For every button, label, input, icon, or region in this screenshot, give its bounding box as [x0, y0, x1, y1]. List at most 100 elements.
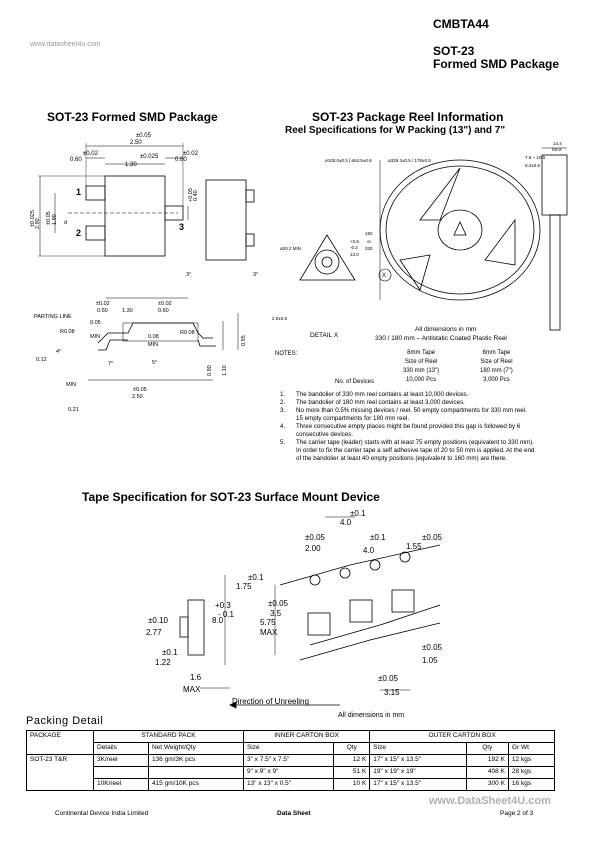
- detail-m02: -0.2: [350, 245, 358, 250]
- note-text: of the bandolier at least 40 empty posit…: [296, 455, 507, 462]
- smd-side-040: 0.40: [193, 190, 199, 201]
- reel-or: or: [367, 239, 372, 244]
- pin-3: 3: [179, 222, 184, 232]
- reel-notes: 1.The bandolier of 330 mm reel contains …: [280, 391, 580, 463]
- packing-subheader-row: Details Net Weight/Qty Size Qty Size Qty…: [27, 742, 556, 755]
- tape-all-dims: All dimensions in mm: [338, 712, 405, 719]
- tape-16: 1.6: [190, 673, 202, 682]
- tape-max-b: MAX: [183, 685, 201, 694]
- pin-1: 1: [76, 187, 81, 197]
- note-text: In order to fix the carrier tape a self …: [296, 447, 535, 454]
- tape-315: 3.15: [384, 688, 400, 697]
- tape-155: 1.55: [406, 542, 422, 551]
- tape-175: 1.75: [236, 582, 252, 591]
- tape-35: 3.5: [270, 609, 282, 618]
- smd-dim-130: 1.30: [125, 162, 137, 168]
- cell: 9" x 9" x 9": [242, 766, 335, 779]
- note-num: 4.: [280, 423, 286, 430]
- bot-tol-250: ±0.05: [133, 387, 147, 393]
- col2-size: Size of Reel: [480, 359, 513, 365]
- smd-dim-tol1: ±0.05: [136, 133, 152, 139]
- col1-tape: 8mm Tape: [407, 350, 436, 356]
- cell: 17" x 15" x 13.5": [369, 754, 467, 767]
- reel-max: MAX: [552, 147, 562, 152]
- detail-x-label: DETAIL X: [310, 332, 339, 339]
- tape-tol-c: ±0.1: [370, 533, 386, 542]
- cell: 3" x 7.5" x 7.5": [242, 754, 335, 767]
- col2-reel: 180 mm (7"): [480, 368, 513, 374]
- reel-all-dims: All dimensions in mm: [415, 326, 477, 333]
- tape-200: 2.00: [305, 544, 321, 553]
- reel-title: SOT-23 Package Reel Information: [312, 110, 504, 124]
- pin-2: 2: [76, 228, 81, 238]
- cell: 28 kgs: [507, 766, 556, 779]
- note-num: [280, 455, 296, 463]
- dim-021-min: MIN: [66, 382, 76, 388]
- tape-tol-a: ±0.1: [350, 509, 366, 518]
- tape-tol-i: ±0.05: [378, 674, 399, 683]
- col1-reel: 330 mm (13"): [403, 368, 440, 374]
- smd-title: SOT-23 Formed SMD Package: [47, 110, 218, 124]
- footer-doc: Data Sheet: [277, 810, 311, 817]
- note-text: Three consecutive empty places might be …: [296, 423, 521, 430]
- reel-dim1: ø100.0±0.5 | ø54.5±0.8: [325, 158, 372, 163]
- th-outer-size: Size: [369, 742, 467, 755]
- col1-size: Size of Reel: [404, 359, 438, 365]
- detail-20: 2.0±0.5: [272, 316, 287, 321]
- th-outer-carton: OUTER CARTON BOX: [369, 730, 555, 743]
- col2-pcs: 3,000 Pcs: [483, 377, 510, 383]
- cell: [93, 766, 149, 779]
- cell: [147, 766, 244, 779]
- notes-label: NOTES:: [275, 351, 298, 357]
- th-standard-pack: STANDARD PACK: [93, 730, 244, 743]
- table-row: 9" x 9" x 9" 51 K 19" x 19" x 19" 408 K …: [27, 766, 556, 779]
- angle-5: 5°: [152, 360, 157, 366]
- note-num: [280, 415, 296, 423]
- tape-105: 1.05: [422, 656, 438, 665]
- note-text: 15 empty compartments for 180 mm reel.: [296, 415, 410, 422]
- cell: 136 gm/3K pcs: [147, 754, 244, 767]
- note-num: 5.: [280, 439, 286, 446]
- smd-angle-b: 3°: [253, 272, 258, 278]
- note-text: The carrier tape (leader) starts with at…: [296, 439, 534, 446]
- smd-dim-tol2: ±0.02: [83, 151, 99, 157]
- dim-021: 0.21: [68, 407, 79, 413]
- smd-side-tol2: ±0.05: [46, 211, 52, 225]
- r008-b: R0.08: [180, 330, 195, 336]
- parting-line: PARTING LINE: [34, 314, 72, 320]
- footer-company: Continental Device India Limited: [55, 810, 149, 817]
- tape-tol-h: ±0.1: [162, 648, 178, 657]
- tape-drawing: ±0.1 4.0 ±0.05 2.00 ±0.1 4.0 ±0.05 1.55 …: [146, 509, 443, 709]
- tape-80: 8.0: [212, 616, 224, 625]
- table-row: 10K/reel 415 gm/10K pcs 13" x 13" x 0.5"…: [27, 778, 556, 791]
- reel-dim2: ø329.2±0.5 / 178±0.5: [388, 158, 431, 163]
- reel-subtitle: Reel Specifications for W Packing (13") …: [285, 125, 506, 136]
- smd-dim-tol4: ±0.02: [183, 151, 199, 157]
- bot-min2: MIN: [148, 342, 158, 348]
- th-net-weight: Net Weight/Qty: [147, 742, 244, 755]
- smd-side-190: 1.90: [52, 214, 58, 225]
- no-of-devices: No. of Devices: [335, 379, 375, 385]
- cell: 17" x 15" x 13.5": [369, 778, 467, 791]
- tape-tol-e: ±0.1: [248, 573, 264, 582]
- footer-watermark: www.DataSheet4U.com: [429, 795, 551, 807]
- top-watermark: www.datasheet4u.com: [30, 41, 101, 48]
- reel-col1: 8mm Tape Size of Reel 330 mm (13") 10,00…: [403, 349, 439, 385]
- r008-a: R0.08: [60, 329, 75, 335]
- table-row: SOT-23 T&R 3K/reel 136 gm/3K pcs 3" x 7.…: [26, 754, 556, 791]
- bot-tol1: ±0.02: [96, 301, 110, 307]
- cell: 16 kgs: [507, 778, 556, 791]
- bot-250: 2.50: [132, 394, 143, 400]
- tape-40b: 4.0: [363, 546, 375, 555]
- reel-144: 14.4: [553, 141, 562, 146]
- cell: 19" x 19" x 19": [369, 766, 467, 779]
- smd-side-tol: ±0.025: [30, 210, 36, 227]
- tape-575: 5.75: [260, 618, 276, 627]
- package-name: SOT-23 T&R: [26, 754, 94, 791]
- reel-330: 330: [365, 246, 373, 251]
- tape-tol-d: ±0.05: [422, 533, 443, 542]
- th-inner-size: Size: [242, 742, 335, 755]
- note-text: The bandolier of 180 mm reel contains at…: [296, 399, 465, 406]
- smd-side-p005: +0.05: [188, 188, 194, 202]
- part-number: CMBTA44: [433, 17, 489, 31]
